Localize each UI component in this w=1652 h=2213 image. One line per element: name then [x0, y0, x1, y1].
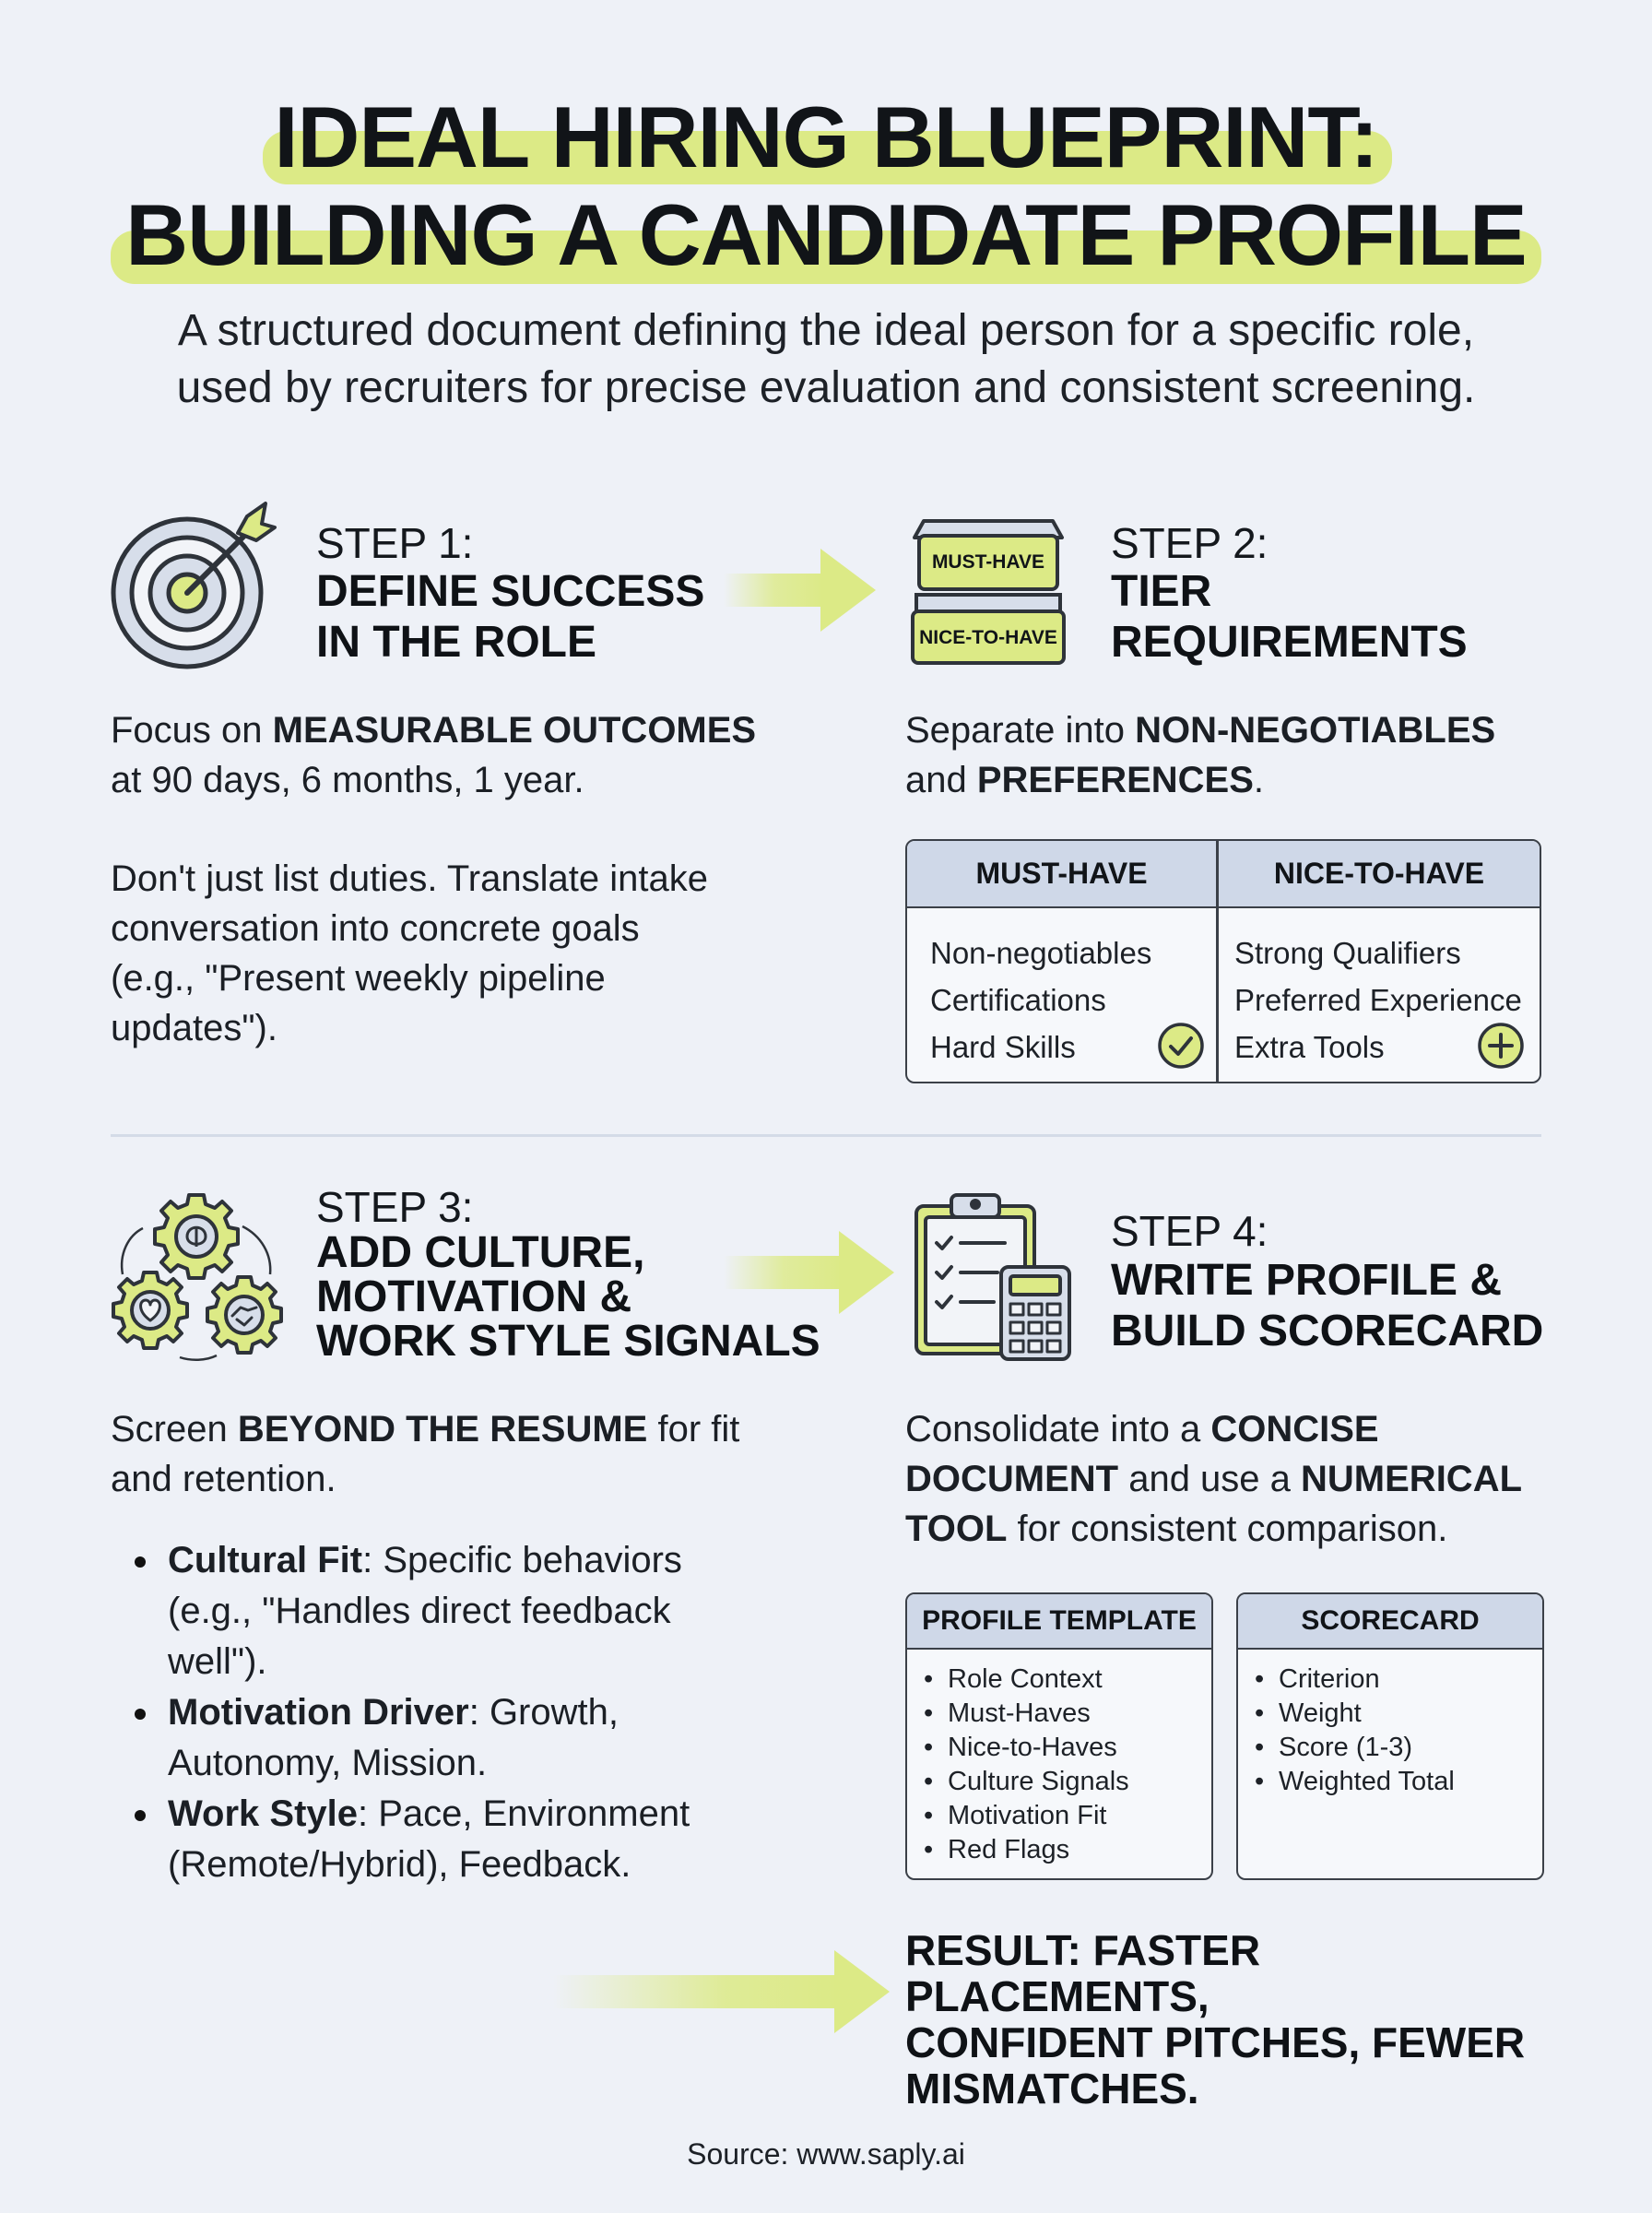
profile-template-card: PROFILE TEMPLATE Role Context Must-Haves… — [905, 1592, 1213, 1880]
list-item: Weighted Total — [1255, 1765, 1542, 1799]
tier-header-nice-to-have: NICE-TO-HAVE — [1218, 841, 1540, 908]
list-item: Hard Skills — [930, 1030, 1076, 1064]
step4-label: STEP 4: — [1111, 1207, 1268, 1255]
list-item: Culture Signals — [924, 1765, 1211, 1799]
list-item: Strong Qualifiers — [1234, 936, 1461, 970]
scorecard-card: SCORECARD Criterion Weight Score (1-3) W… — [1236, 1592, 1544, 1880]
list-item: Motivation Driver: Growth, Autonomy, Mis… — [129, 1687, 774, 1789]
step3-label: STEP 3: — [316, 1183, 474, 1231]
list-item: Work Style: Pace, Environment (Remote/Hy… — [129, 1789, 774, 1890]
title-highlight-1 — [263, 131, 1392, 184]
clipboard-calculator-icon — [914, 1193, 1071, 1361]
step3-title-line-1: ADD CULTURE, — [316, 1228, 645, 1277]
list-item: Red Flags — [924, 1833, 1211, 1867]
check-circle-icon — [1158, 1023, 1204, 1069]
gears-culture-icon — [112, 1193, 283, 1361]
tier-header-must-have: MUST-HAVE — [907, 841, 1216, 908]
source-credit: Source: www.saply.ai — [687, 2137, 965, 2171]
list-item: Cultural Fit: Specific behaviors (e.g., … — [129, 1535, 774, 1687]
list-item: Role Context — [924, 1663, 1211, 1697]
list-item: Extra Tools — [1234, 1030, 1385, 1064]
step1-title-line-2: IN THE ROLE — [316, 618, 597, 667]
step4-paragraph: Consolidate into a CONCISE DOCUMENT and … — [905, 1409, 1523, 1549]
list-item: Must-Haves — [924, 1697, 1211, 1731]
profile-template-list: Role Context Must-Haves Nice-to-Haves Cu… — [907, 1650, 1211, 1867]
step1-paragraph-2: Don't just list duties. Translate intake… — [111, 858, 708, 1048]
list-item: Weight — [1255, 1697, 1542, 1731]
list-item: Nice-to-Haves — [924, 1731, 1211, 1765]
step3-title-line-2: MOTIVATION & — [316, 1272, 632, 1321]
tier-must-have-list: Non-negotiables Certifications Hard Skil… — [930, 929, 1151, 1071]
tier-tray-icon: MUST-HAVE NICE-TO-HAVE — [905, 503, 1071, 669]
subtitle-line-2: used by recruiters for precise evaluatio… — [176, 363, 1476, 412]
scorecard-list: Criterion Weight Score (1-3) Weighted To… — [1238, 1650, 1542, 1799]
result-statement: RESULT: FASTER PLACEMENTS, CONFIDENT PIT… — [905, 1926, 1526, 2112]
title-highlight-2 — [111, 231, 1541, 284]
list-item: Non-negotiables — [930, 936, 1152, 970]
step2-title-line-2: REQUIREMENTS — [1111, 618, 1468, 667]
profile-template-header: PROFILE TEMPLATE — [907, 1594, 1211, 1650]
step4-title-line-1: WRITE PROFILE & — [1111, 1256, 1502, 1305]
step4-title-line-2: BUILD SCORECARD — [1111, 1307, 1544, 1355]
title-line-1: IDEAL HIRING BLUEPRINT: — [274, 89, 1378, 185]
tier-requirements-table: MUST-HAVE NICE-TO-HAVE Non-negotiables C… — [905, 839, 1541, 1083]
step3-title-line-3: WORK STYLE SIGNALS — [316, 1317, 820, 1366]
step3-paragraph: Screen BEYOND THE RESUME for fit and ret… — [111, 1409, 740, 1499]
title-line-2: BUILDING A CANDIDATE PROFILE — [125, 186, 1527, 283]
list-item: Criterion — [1255, 1663, 1542, 1697]
target-icon — [111, 502, 277, 669]
list-item: Motivation Fit — [924, 1799, 1211, 1833]
step1-label: STEP 1: — [316, 519, 474, 567]
tier-nice-to-have-list: Strong Qualifiers Preferred Experience E… — [1234, 929, 1522, 1071]
arrow-right-icon — [724, 1231, 894, 1314]
step2-title-line-1: TIER — [1111, 567, 1212, 616]
list-item: Score (1-3) — [1255, 1731, 1542, 1765]
step2-label: STEP 2: — [1111, 519, 1268, 567]
culture-bullets: Cultural Fit: Specific behaviors (e.g., … — [129, 1535, 774, 1890]
arrow-right-icon — [724, 549, 876, 632]
tier-tray-bottom-label: NICE-TO-HAVE — [919, 627, 1057, 648]
subtitle-line-1: A structured document defining the ideal… — [177, 306, 1475, 355]
list-item: Certifications — [930, 983, 1106, 1017]
step2-paragraph: Separate into NON-NEGOTIABLES and PREFER… — [905, 710, 1496, 800]
step1-paragraph-1: Focus on MEASURABLE OUTCOMES at 90 days,… — [111, 710, 757, 800]
section-divider — [111, 1134, 1541, 1137]
scorecard-header: SCORECARD — [1238, 1594, 1542, 1650]
step1-title-line-1: DEFINE SUCCESS — [316, 567, 705, 616]
plus-circle-icon — [1478, 1023, 1524, 1069]
list-item: Preferred Experience — [1234, 983, 1522, 1017]
tier-tray-top-label: MUST-HAVE — [931, 551, 1045, 573]
arrow-right-icon — [553, 1950, 890, 2033]
tier-column-divider — [1216, 841, 1219, 1082]
